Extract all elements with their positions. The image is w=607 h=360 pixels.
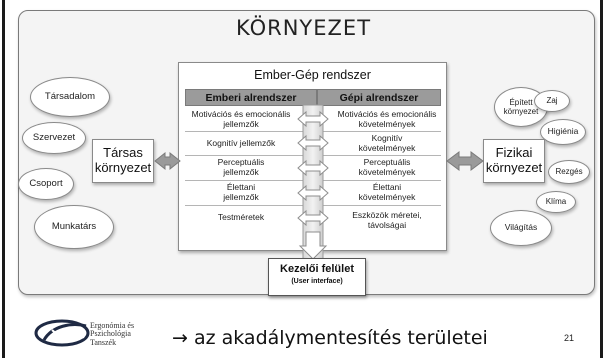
- logo-line: Ergonómia és: [90, 321, 135, 330]
- social-item-organization: Szervezet: [22, 122, 86, 154]
- logo-line: Tanszék: [90, 337, 117, 347]
- logo-line: Pszichológia: [90, 329, 131, 339]
- double-arrow-icon: [297, 209, 329, 227]
- machine-row-cognitive: Kognitív követelmények: [358, 132, 416, 153]
- machine-row-physiological: Élettani követelmények: [358, 182, 416, 202]
- human-subsystem-header: Emberi alrendszer: [185, 89, 317, 106]
- user-interface-sublabel: (User interface): [291, 278, 343, 285]
- double-arrow-icon: [297, 159, 329, 177]
- row-arrows: [297, 110, 329, 227]
- social-item-coworker: Munkatárs: [34, 205, 114, 249]
- double-arrow-icon: [297, 134, 329, 152]
- department-logo-icon: [34, 319, 90, 347]
- social-item-group: Csoport: [18, 168, 74, 200]
- user-interface-label: Kezelői felület: [280, 263, 354, 275]
- physical-item-noise: Zaj: [534, 90, 570, 112]
- down-arrow-icon: [298, 231, 328, 260]
- page-number: 21: [564, 333, 575, 343]
- user-interface-box: Kezelői felület (User interface): [268, 258, 366, 296]
- left-double-arrow-icon: [154, 151, 181, 171]
- human-machine-title: Ember-Gép rendszer: [254, 68, 371, 82]
- right-double-arrow-icon: [446, 151, 484, 171]
- double-arrow-icon: [297, 184, 329, 202]
- physical-item-vibration: Rezgés: [548, 160, 590, 184]
- physical-item-hygiene: Higiénia: [540, 119, 586, 145]
- footer-caption: → az akadálymentesítés területei: [172, 327, 488, 349]
- machine-subsystem-header: Gépi alrendszer: [317, 89, 441, 106]
- machine-row-motivation: Motivációs és emocionális követelmények: [337, 108, 437, 129]
- human-row-cognitive: Kognitív jellemzők: [206, 137, 276, 148]
- human-row-motivation: Motivációs és emocionális jellemzők: [191, 108, 291, 129]
- physical-item-climate: Klíma: [536, 191, 576, 213]
- human-row-physiological: Élettani jellemzők: [223, 182, 259, 202]
- human-row-perceptual: Perceptuális jellemzők: [217, 157, 265, 177]
- double-arrow-icon: [297, 110, 329, 128]
- machine-row-perceptual: Perceptuális követelmények: [358, 157, 416, 177]
- diagram-title: KÖRNYEZET: [235, 16, 372, 40]
- human-row-body-dimensions: Testméretek: [217, 212, 265, 223]
- social-environment-box: Társas környezet: [92, 139, 154, 183]
- social-item-society: Társadalom: [30, 77, 110, 117]
- physical-item-lighting: Világítás: [490, 210, 552, 246]
- machine-row-device-dimensions: Eszközök méretei, távolságai: [352, 210, 422, 230]
- logo-text: Ergonómia és Pszichológia Tanszék: [90, 321, 135, 347]
